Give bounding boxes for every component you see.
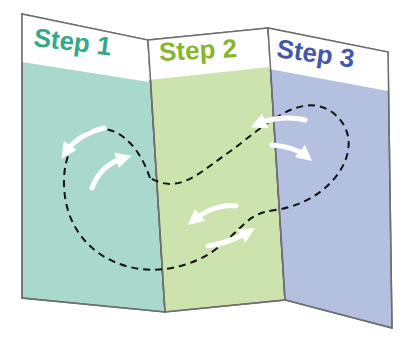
- panel-outline: [265, 25, 397, 332]
- direction-arrow: [66, 128, 104, 152]
- panel-header: [22, 14, 149, 82]
- map-panel: Step 3: [265, 25, 397, 332]
- direction-arrow: [272, 145, 306, 156]
- panel-header: [268, 28, 388, 91]
- direction-arrow: [194, 206, 236, 220]
- panel-fill: [22, 14, 165, 312]
- step-heading: Step 2: [158, 35, 237, 65]
- dashed-route: [64, 105, 349, 269]
- direction-arrow: [208, 232, 248, 246]
- panel-fill: [148, 28, 285, 312]
- direction-arrow: [258, 118, 305, 124]
- panel-border: [268, 28, 392, 328]
- map-panel: Step 2: [145, 25, 290, 315]
- map-panel: Step 1: [18, 10, 170, 315]
- panel-fill: [268, 28, 392, 328]
- panel-header: [148, 28, 269, 80]
- panel-border: [148, 28, 285, 312]
- panel-border: [22, 14, 165, 312]
- panel-outline: [145, 25, 290, 315]
- direction-arrow: [92, 158, 124, 188]
